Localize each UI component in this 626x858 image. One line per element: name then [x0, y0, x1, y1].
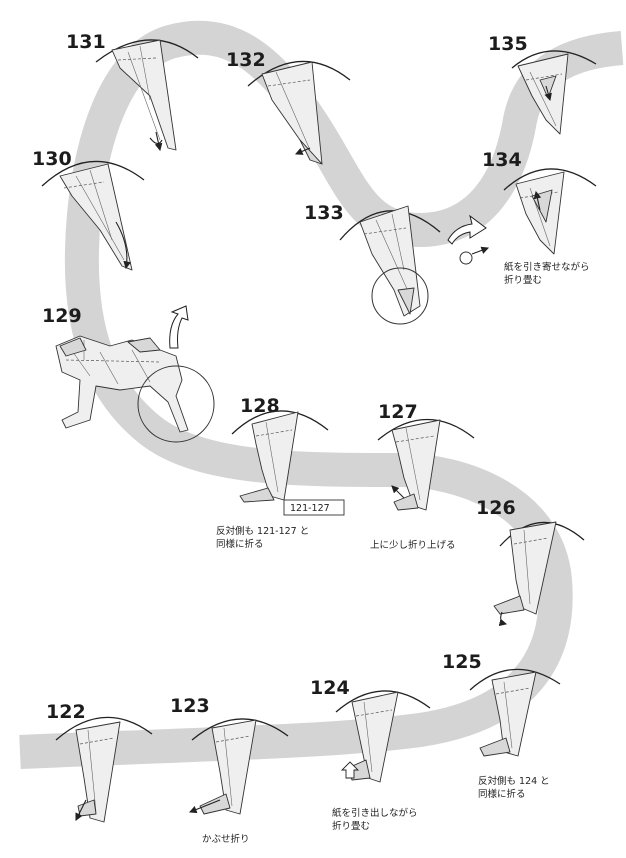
step-133: 133 [304, 202, 441, 325]
step-number-124: 124 [310, 677, 350, 699]
step-125: 125 反対側も 124 と 同様に折る [442, 651, 561, 800]
figure-134 [515, 171, 565, 255]
figure-122 [75, 721, 121, 823]
detail-circle-129 [137, 365, 215, 443]
figure-125 [479, 671, 537, 757]
step-number-127: 127 [378, 401, 418, 423]
figure-126 [493, 521, 557, 627]
arc-128 [231, 410, 329, 435]
step-number-130: 130 [32, 148, 72, 170]
figure-131 [111, 39, 177, 152]
arc-126 [499, 521, 585, 547]
step-134: 134 紙を引き寄せながら 折り畳む [482, 149, 597, 286]
figure-135 [517, 53, 569, 135]
arc-123 [191, 718, 289, 741]
step-number-125: 125 [442, 651, 482, 673]
arc-134 [503, 168, 597, 191]
figure-132 [261, 61, 323, 165]
step-122: 122 [46, 701, 153, 823]
caption-127: 上に少し折り上げる [370, 539, 456, 551]
arc-135 [511, 50, 597, 69]
step-131: 131 [66, 31, 199, 152]
step-number-135: 135 [488, 33, 528, 55]
curved-arrow-133-134 [447, 214, 487, 245]
step-number-122: 122 [46, 701, 86, 723]
arc-131 [95, 39, 199, 63]
step-127: 127 上に少し折り上げる [370, 401, 475, 551]
caption-134-line1: 紙を引き寄せながら [504, 261, 590, 273]
sequence-ribbon [19, 20, 624, 769]
caption-124-line2: 折り畳む [332, 820, 370, 832]
step-124: 124 紙を引き出しながら 折り畳む [310, 677, 431, 832]
caption-128-line1: 反対側も 121-127 と [216, 525, 309, 537]
caption-125-line2: 同様に折る [478, 788, 526, 800]
figure-133 [359, 205, 421, 317]
caption-124-line1: 紙を引き出しながら [332, 807, 418, 819]
caption-123: かぶせ折り [202, 833, 250, 845]
caption-125-line1: 反対側も 124 と [478, 775, 550, 787]
reference-text-128: 121-127 [290, 503, 330, 514]
reference-box-128 [283, 499, 345, 516]
arc-130 [41, 160, 145, 187]
caption-134-line2: 折り畳む [504, 274, 542, 286]
figure-129-dog [55, 335, 189, 433]
step-126: 126 [476, 497, 585, 627]
figure-128 [239, 411, 299, 503]
detail-circle-133 [371, 267, 429, 325]
step-130: 130 [32, 148, 145, 271]
step-number-131: 131 [66, 31, 106, 53]
step-number-134: 134 [482, 149, 522, 171]
step-129: 129 [42, 305, 215, 443]
step-132: 132 [226, 49, 351, 165]
step-number-129: 129 [42, 305, 82, 327]
figure-124 [340, 691, 399, 783]
step-135: 135 [488, 33, 597, 135]
arc-122 [55, 716, 153, 741]
step-number-123: 123 [170, 695, 210, 717]
step-number-126: 126 [476, 497, 516, 519]
arc-133 [339, 210, 441, 241]
arc-132 [247, 60, 351, 87]
step-number-132: 132 [226, 49, 266, 71]
arc-124 [335, 690, 431, 713]
step-128: 128 121-127 反対側も 121-127 と 同様に折る [216, 395, 345, 550]
rotate-symbol [459, 246, 490, 265]
step-123: 123 かぶせ折り [170, 695, 289, 845]
caption-128-line2: 同様に折る [216, 538, 264, 550]
step-number-128: 128 [240, 395, 280, 417]
step-number-133: 133 [304, 202, 344, 224]
arc-127 [377, 418, 475, 441]
curved-arrow-129 [169, 305, 189, 349]
figure-123 [188, 719, 257, 815]
figure-127 [391, 419, 441, 511]
figure-130 [59, 163, 133, 271]
arc-125 [469, 668, 561, 691]
